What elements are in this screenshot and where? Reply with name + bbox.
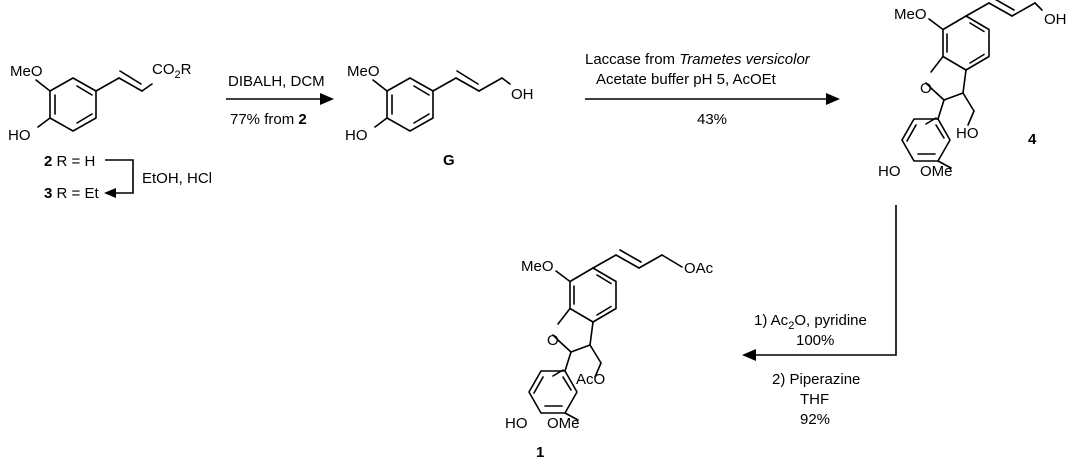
compound-2-label: 2 R = H	[44, 153, 95, 170]
compound-1-structure	[528, 249, 683, 421]
compound-1-label: 1	[536, 444, 544, 461]
compound-G-methoxy: MeO	[347, 63, 380, 80]
compound-G-label: G	[443, 152, 455, 169]
compound-3-label: 3 R = Et	[44, 185, 99, 202]
reduction-yield: 77% from 2	[230, 111, 307, 128]
compound-4-methoxy: MeO	[894, 6, 927, 23]
compound-2-3-hydroxy: HO	[8, 127, 31, 144]
reduction-arrow	[226, 93, 334, 105]
deprotection-yield: 92%	[800, 411, 830, 428]
deprotection-step2: 2) Piperazine	[772, 371, 860, 388]
compound-1-aryl-methoxy: OMe	[547, 415, 580, 432]
reduction-reagents: DIBALH, DCM	[228, 73, 325, 90]
compound-1-chain-acetoxy: OAc	[684, 260, 714, 277]
compound-4-hydroxymethyl: HO	[956, 125, 979, 142]
compound-1-acetoxymethyl: AcO	[576, 371, 605, 388]
laccase-yield: 43%	[697, 111, 727, 128]
compound-2-3-methoxy: MeO	[10, 63, 43, 80]
compound-1-methoxy: MeO	[521, 258, 554, 275]
compound-4-ring-oxygen: O	[920, 80, 932, 97]
acetylation-arrow	[742, 205, 897, 361]
esterification-arrow	[104, 159, 134, 198]
laccase-reagents-line2: Acetate buffer pH 5, AcOEt	[596, 71, 777, 88]
acetylation-step1: 1) Ac2O, pyridine	[754, 312, 867, 332]
compound-4-chain-hydroxy: OH	[1044, 11, 1067, 28]
compound-G-structure	[372, 70, 511, 132]
compound-4-structure	[901, 0, 1043, 169]
compound-4-aryl-methoxy: OMe	[920, 163, 953, 180]
compound-4-aryl-hydroxy: HO	[878, 163, 901, 180]
compound-G-ring-hydroxy: HO	[345, 127, 368, 144]
compound-2-3-ester: CO2R	[152, 61, 192, 81]
compound-1-aryl-hydroxy: HO	[505, 415, 528, 432]
deprotection-solvent: THF	[800, 391, 829, 408]
compound-G-chain-hydroxy: OH	[511, 86, 534, 103]
compound-1-ring-oxygen: O	[547, 332, 559, 349]
laccase-reagents-line1: Laccase from Trametes versicolor	[585, 51, 811, 68]
esterification-reagents: EtOH, HCl	[142, 170, 212, 187]
compound-2-3-structure	[35, 70, 153, 132]
acetylation-step1-yield: 100%	[796, 332, 834, 349]
compound-4-label: 4	[1028, 131, 1037, 148]
laccase-arrow	[585, 93, 840, 105]
